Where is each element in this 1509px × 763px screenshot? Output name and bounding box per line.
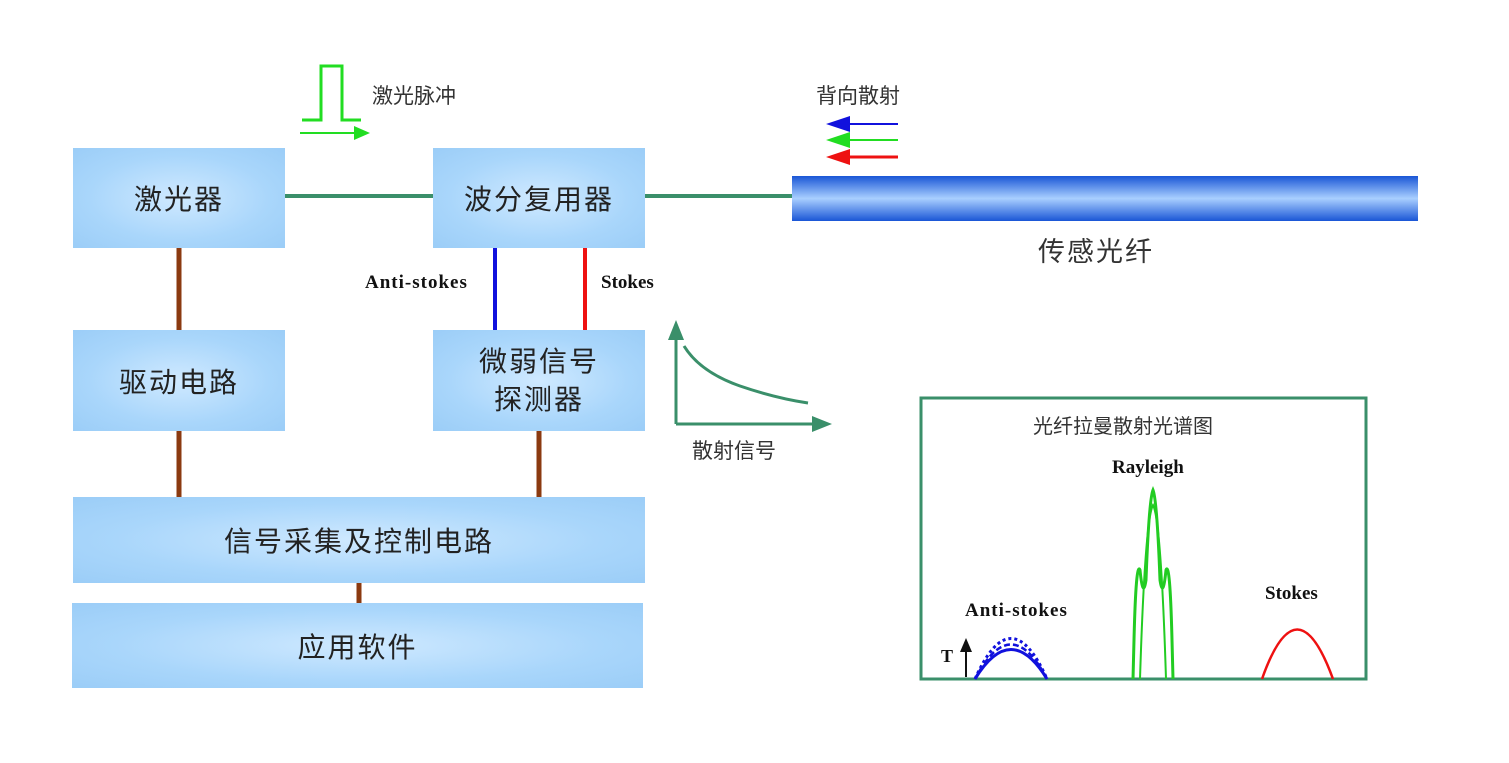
scatter-decay-curve — [682, 345, 809, 405]
stokes-label: Stokes — [601, 272, 654, 293]
spectrum-stokes-label: Stokes — [1265, 583, 1318, 604]
spectrum-panel-frame — [919, 396, 1368, 681]
spectrum-anti-stokes-label: Anti-stokes — [965, 600, 1068, 621]
detector-label-line1: 微弱信号 — [478, 344, 599, 378]
software-label: 应用软件 — [297, 630, 418, 664]
backscatter-label: 背向散射 — [816, 84, 900, 108]
scatter-axis-x-arrowhead — [812, 416, 832, 432]
acquisition-block: 信号采集及控制电路 — [73, 497, 645, 583]
spectrum-title: 光纤拉曼散射光谱图 — [1033, 414, 1213, 438]
wdm-block: 波分复用器 — [433, 148, 645, 248]
temp-arrowhead — [960, 638, 972, 652]
detector-block: 微弱信号 探测器 — [433, 330, 645, 431]
sensing-fiber — [792, 176, 1418, 221]
wdm-label: 波分复用器 — [463, 183, 614, 216]
rayleigh-label: Rayleigh — [1112, 457, 1184, 478]
scatter-axis-y-arrowhead — [668, 320, 684, 340]
laser-label: 激光器 — [133, 183, 224, 216]
backscatter-red-arrowhead — [826, 149, 850, 165]
driver-label: 驱动电路 — [118, 365, 239, 399]
rayleigh-peak — [1131, 485, 1175, 680]
laser-pulse-label: 激光脉冲 — [372, 84, 456, 108]
anti-stokes-peak-3 — [973, 637, 1049, 680]
anti-stokes-label: Anti-stokes — [365, 272, 468, 293]
software-block: 应用软件 — [72, 603, 643, 688]
backscatter-blue-arrowhead — [826, 116, 850, 132]
backscatter-green-arrowhead — [826, 132, 850, 148]
laser-block: 激光器 — [73, 148, 285, 248]
detector-label-line2: 探测器 — [493, 382, 584, 416]
temp-marker-label: T — [941, 646, 954, 666]
stokes-peak — [1260, 628, 1335, 680]
laser-pulse-shape — [302, 64, 361, 122]
acquisition-label: 信号采集及控制电路 — [223, 525, 494, 558]
anti-stokes-peak-1 — [973, 648, 1049, 680]
laser-pulse-arrowhead — [354, 126, 370, 140]
scatter-signal-label: 散射信号 — [692, 439, 776, 463]
rayleigh-peak-inner — [1139, 502, 1167, 680]
sensing-fiber-label: 传感光纤 — [1038, 237, 1154, 268]
driver-block: 驱动电路 — [73, 330, 285, 431]
